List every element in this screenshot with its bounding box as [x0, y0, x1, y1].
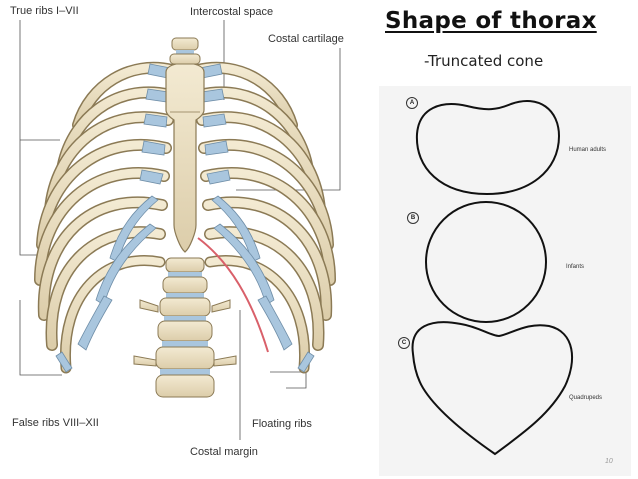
label-human-adults: Human adults — [569, 147, 607, 153]
vertebrae-lower — [133, 257, 237, 398]
shape-human-adults — [415, 99, 561, 196]
page-number: 10 — [605, 458, 613, 465]
thorax-illustration: True ribs I–VII Intercostal space Costal… — [10, 5, 344, 458]
rib-cage-drawing — [19, 20, 341, 440]
badge-c: C — [398, 337, 410, 349]
sternum — [165, 62, 205, 253]
label-true-ribs: True ribs I–VII — [10, 5, 79, 17]
label-costal-margin: Costal margin — [190, 446, 258, 458]
badge-a: A — [406, 97, 418, 109]
vertebrae-upper — [169, 37, 201, 65]
left-ribs — [34, 61, 178, 374]
shape-comparison-panel: A B C Human adults Infants Quadrupeds 10 — [379, 86, 631, 476]
label-quadrupeds: Quadrupeds — [569, 395, 603, 401]
costal-cartilages — [55, 63, 315, 373]
label-floating-ribs: Floating ribs — [252, 418, 312, 430]
costal-margin-line — [197, 237, 269, 353]
label-false-ribs: False ribs VIII–XII — [12, 417, 99, 429]
shape-infants — [425, 201, 547, 323]
label-costal-cartilage: Costal cartilage — [268, 33, 344, 45]
label-intercostal-space: Intercostal space — [190, 6, 274, 18]
badge-b: B — [407, 212, 419, 224]
label-infants: Infants — [566, 264, 585, 270]
shape-quadrupeds — [411, 321, 574, 456]
slide-title: Shape of thorax — [385, 8, 597, 34]
right-ribs — [192, 61, 336, 374]
slide-subtitle: -Truncated cone — [424, 52, 544, 70]
thorax-shape-outlines — [411, 99, 574, 456]
